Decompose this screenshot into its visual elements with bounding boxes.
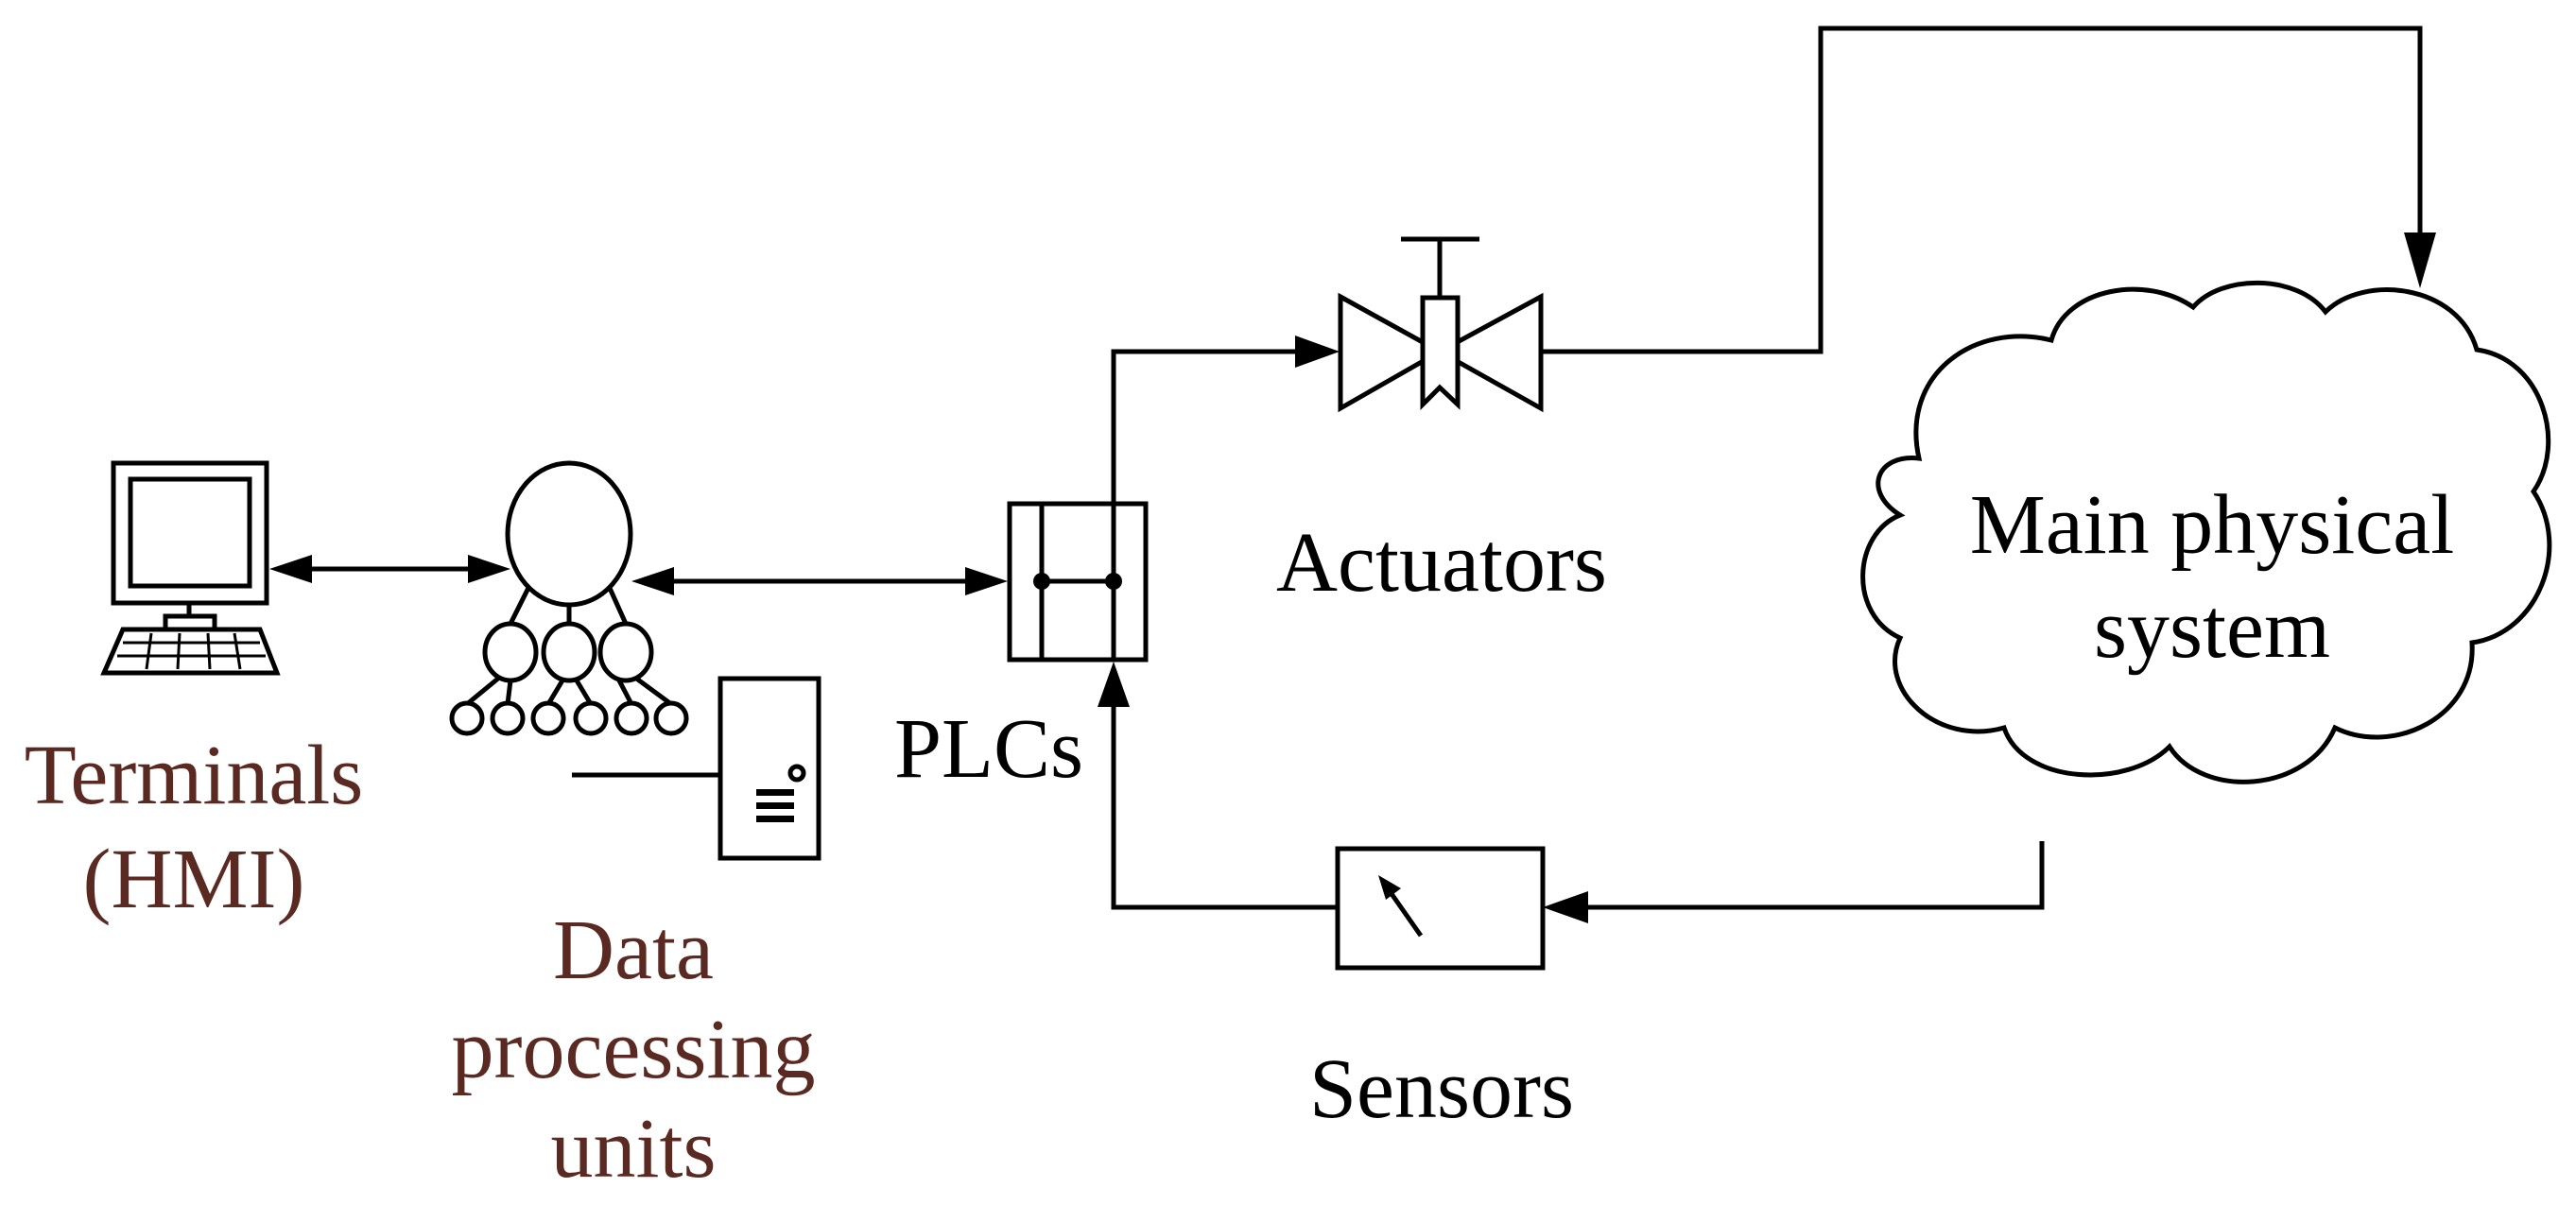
data-processing-label-line-2: processing [452, 1003, 816, 1096]
edge-terminals-data-processing [269, 555, 510, 583]
data-processing-label-line-3: units [550, 1102, 716, 1196]
edge-actuators-physical-system [1541, 26, 2436, 354]
edge-plcs-actuators [1111, 336, 1340, 504]
data-processing-label-line-1: Data [553, 904, 714, 997]
computer-terminal-icon [100, 460, 281, 676]
hierarchy-tree-server-icon [449, 460, 821, 861]
sensors-label: Sensors [1309, 1042, 1574, 1136]
physical-system-label-line-2: system [2094, 582, 2330, 676]
physical-system-label-line-1: Main physical [1970, 478, 2454, 572]
terminals-label-line-2: (HMI) [83, 833, 305, 926]
cloud-icon [1860, 280, 2552, 784]
plc-switch-icon [1007, 501, 1149, 663]
plcs-label: PLCs [894, 702, 1083, 796]
actuators-label: Actuators [1276, 516, 1607, 610]
gauge-sensor-icon [1335, 846, 1546, 971]
valve-actuator-icon [1338, 236, 1544, 413]
edge-data-processing-plcs [631, 567, 1008, 595]
terminals-label-line-1: Terminals [25, 729, 364, 822]
edge-sensors-plcs [1098, 662, 1338, 910]
edge-physical-system-sensors [1543, 841, 2045, 923]
